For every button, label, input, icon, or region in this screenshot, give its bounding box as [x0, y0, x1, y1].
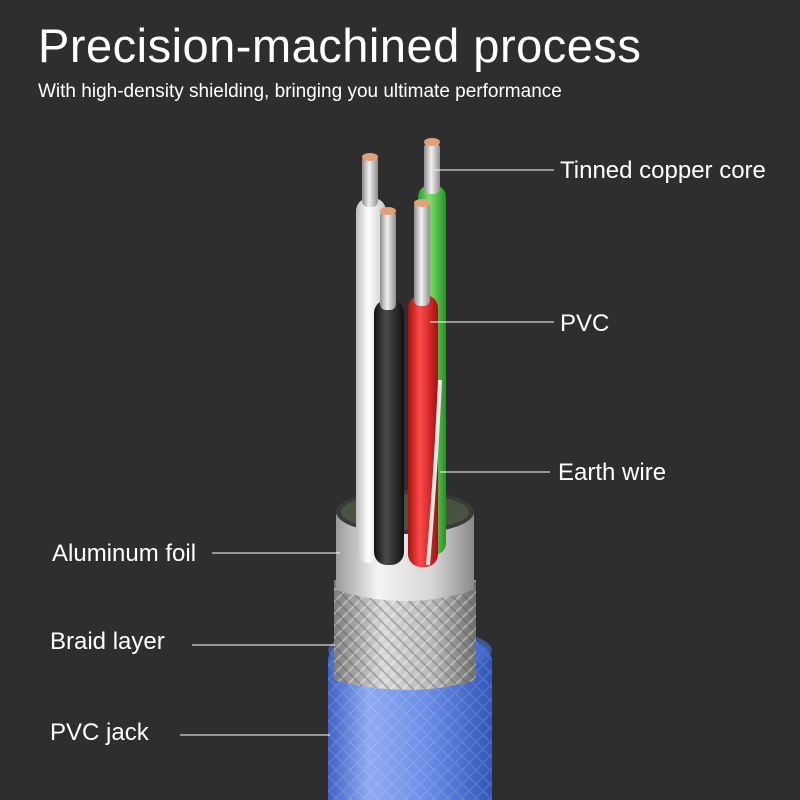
- label-braid-layer: Braid layer: [50, 628, 165, 655]
- page-subtitle: With high-density shielding, bringing yo…: [38, 81, 562, 102]
- label-pvc-jack: PVC jack: [50, 719, 149, 746]
- leader-lines: [180, 169, 554, 736]
- page-title: Precision-machined process: [38, 19, 642, 72]
- black-wire-copper: [380, 210, 396, 310]
- inner-wires: [356, 138, 446, 567]
- label-earth-wire: Earth wire: [558, 459, 667, 486]
- white-wire-copper: [362, 155, 378, 207]
- earth-wire: [426, 379, 442, 566]
- red-wire-copper: [414, 200, 430, 306]
- braid-layer: [334, 580, 476, 690]
- label-aluminum-foil: Aluminum foil: [52, 540, 197, 567]
- label-pvc: PVC: [560, 310, 610, 337]
- label-tinned-copper-core: Tinned copper core: [560, 157, 766, 184]
- green-wire-copper: [424, 142, 440, 194]
- black-wire: [374, 300, 404, 565]
- red-wire: [408, 295, 438, 567]
